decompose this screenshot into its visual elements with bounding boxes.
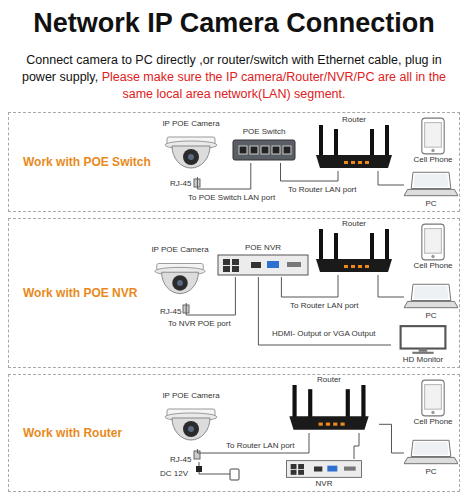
device-icon	[411, 223, 455, 261]
intro-text: Connect camera to PC directly ,or router…	[14, 52, 454, 103]
power-label: DC 12V	[159, 469, 189, 478]
device-icon-shape	[422, 118, 444, 154]
device-icon	[231, 137, 297, 163]
device-icon-shape	[422, 224, 444, 260]
camera-device: IP POE Camera	[159, 391, 223, 449]
phone-device: Cell Phone	[411, 223, 455, 271]
connector-label: RJ-45	[159, 307, 182, 316]
camera-device: IP POE Camera	[149, 245, 211, 303]
phone-device: Cell Phone	[411, 117, 455, 165]
cable-label: HDMI- Output or VGA Output	[271, 329, 377, 338]
device-label: PC	[425, 199, 436, 209]
device-icon	[411, 379, 455, 417]
camera-device: IP POE Camera	[159, 119, 223, 177]
device-label: IP POE Camera	[162, 391, 219, 401]
monitor-device: HD Monitor	[391, 325, 455, 365]
device-label: HD Monitor	[403, 355, 443, 365]
page-title: Network IP Camera Connection	[0, 8, 468, 39]
device-icon-shape	[218, 255, 308, 275]
device-icon-shape	[316, 125, 392, 168]
device-label: Cell Phone	[413, 261, 452, 271]
device-icon-shape	[165, 409, 217, 440]
cable-line	[281, 275, 338, 297]
device-icon-shape	[404, 440, 458, 463]
device-icon-shape	[404, 172, 458, 195]
device-icon-shape	[165, 137, 217, 168]
device-icon	[217, 253, 309, 277]
cable-line	[379, 424, 404, 453]
device-label: Router	[317, 375, 341, 385]
laptop-device: PC	[404, 169, 458, 209]
cable-line	[354, 433, 359, 459]
device-icon	[159, 401, 223, 449]
cable-line	[197, 433, 309, 453]
cable-label: To Router LAN port	[287, 185, 357, 194]
device-icon-shape	[316, 229, 392, 272]
poe-switch-device: POE Switch	[231, 127, 297, 163]
device-icon-shape	[422, 380, 444, 416]
device-icon	[314, 229, 394, 275]
laptop-device: PC	[404, 281, 458, 321]
device-label: PC	[425, 467, 436, 477]
device-label: Cell Phone	[413, 155, 452, 165]
device-icon	[391, 325, 455, 355]
panel-box: Work with POE Switch IP POE CameraPOE Swi…	[8, 112, 460, 212]
router-device: Router	[314, 219, 394, 275]
device-label: IP POE Camera	[151, 245, 208, 255]
panel-heading: Work with Router	[23, 426, 122, 440]
panel-heading: Work with POE NVR	[23, 286, 137, 300]
nvr-device: POE NVR	[217, 243, 309, 277]
device-icon	[404, 169, 458, 199]
cable-label: To Router LAN port	[289, 301, 359, 310]
device-icon	[411, 117, 455, 155]
router-device: Router	[279, 375, 379, 433]
cable-line	[378, 275, 404, 297]
device-label: PC	[425, 311, 436, 321]
device-icon	[279, 385, 379, 433]
device-icon-shape	[401, 326, 446, 354]
device-label: NVR	[316, 479, 333, 489]
device-icon	[404, 437, 458, 467]
device-icon	[274, 459, 374, 479]
cable-line	[197, 163, 250, 189]
warning-text: Please make sure the IP camera/Router/NV…	[102, 70, 446, 101]
device-icon-shape	[155, 264, 205, 294]
device-label: POE Switch	[243, 127, 286, 137]
device-icon	[149, 255, 211, 303]
panel-heading: Work with POE Switch	[23, 155, 151, 169]
device-icon-shape	[287, 461, 362, 478]
connector-label: RJ-45	[169, 179, 192, 188]
cable-label: To POE Switch LAN port	[187, 193, 276, 202]
connector-label: RJ-45	[169, 455, 192, 464]
device-icon-shape	[233, 140, 295, 160]
nvr-device: NVR	[274, 459, 374, 489]
cable-line	[258, 277, 391, 345]
laptop-device: PC	[404, 437, 458, 477]
device-icon-shape	[404, 284, 458, 307]
device-label: Router	[342, 219, 366, 229]
router-device: Router	[314, 115, 394, 171]
device-label: Router	[342, 115, 366, 125]
phone-device: Cell Phone	[411, 379, 455, 427]
device-icon-shape	[289, 385, 368, 430]
panel-box: Work with POE NVR IP POE Camera POE NVR Rou…	[8, 218, 460, 368]
device-icon	[314, 125, 394, 171]
cable-label: To Router LAN port	[225, 441, 295, 450]
device-icon	[404, 281, 458, 311]
device-label: POE NVR	[245, 243, 281, 253]
panel-box: Work with Router IP POE Camera RouterCell …	[8, 374, 460, 492]
device-label: IP POE Camera	[162, 119, 219, 129]
cable-line	[378, 171, 404, 185]
cable-label: To NVR POE port	[167, 319, 232, 328]
device-icon	[159, 129, 223, 177]
device-label: Cell Phone	[413, 417, 452, 427]
